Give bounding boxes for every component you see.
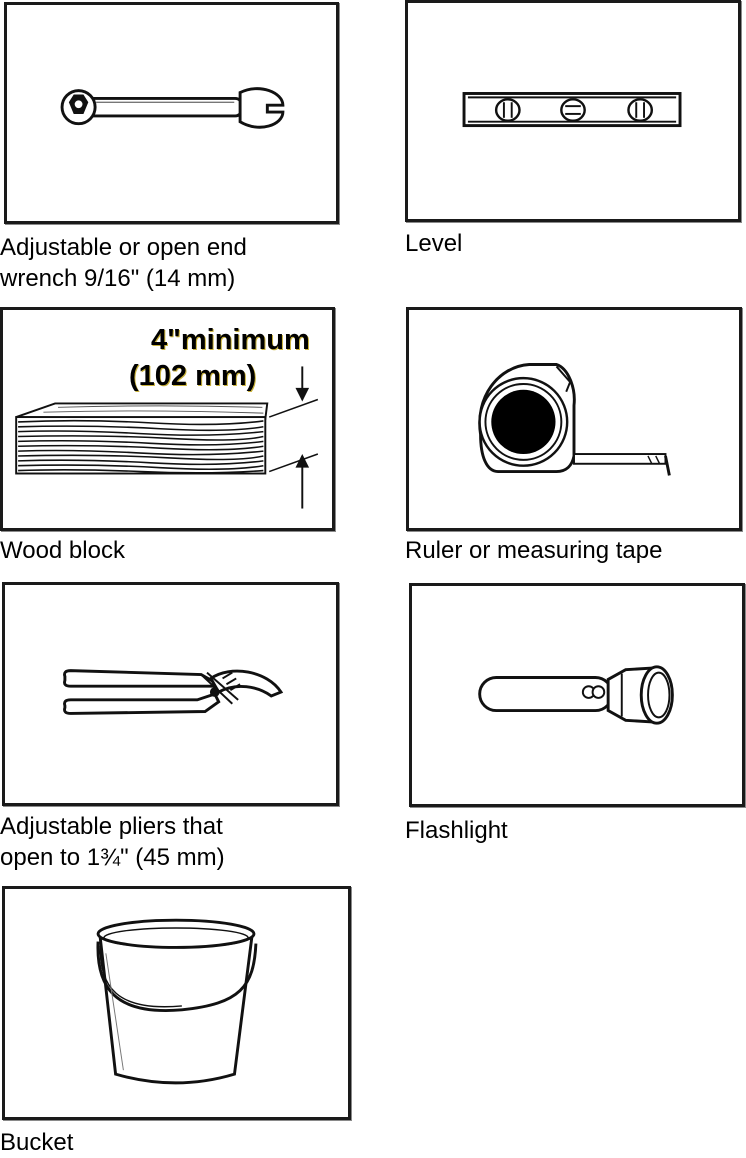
wood-block-icon — [15, 366, 319, 509]
measuring-tape-caption: Ruler or measuring tape — [405, 535, 662, 566]
level-caption: Level — [405, 228, 462, 259]
wrench-caption-line-2: wrench 9/16" (14 mm) — [0, 265, 236, 292]
flashlight-illustration-frame — [409, 583, 745, 807]
flashlight-caption: Flashlight — [405, 815, 508, 846]
level-icon — [462, 92, 682, 128]
flashlight-caption-text: Flashlight — [405, 817, 508, 844]
pliers-caption-line-1: Adjustable pliers that — [0, 813, 223, 840]
wrench-icon — [60, 87, 285, 129]
wrench-caption-line-1: Adjustable or open end — [0, 234, 247, 261]
wood-block-caption-text: Wood block — [0, 537, 125, 564]
level-caption-text: Level — [405, 230, 463, 257]
measuring-tape-caption-text: Ruler or measuring tape — [405, 537, 663, 564]
wood-block-dimension-value: 4"minimum — [151, 324, 310, 356]
bucket-caption: Bucket — [0, 1127, 73, 1158]
pliers-caption: Adjustable pliers that open to 1¾" (45 m… — [0, 811, 225, 873]
wrench-caption: Adjustable or open end wrench 9/16" (14 … — [0, 232, 247, 294]
measuring-tape-icon — [478, 363, 671, 476]
bucket-caption-text: Bucket — [0, 1129, 74, 1156]
measuring-tape-illustration-frame — [406, 307, 742, 531]
pliers-icon — [63, 669, 284, 715]
bucket-icon — [96, 918, 258, 1085]
wood-block-dimension-metric: (102 mm) — [129, 360, 257, 392]
pliers-illustration-frame — [2, 582, 339, 806]
wrench-illustration-frame — [4, 2, 339, 224]
bucket-illustration-frame — [2, 886, 351, 1120]
level-illustration-frame — [405, 0, 741, 222]
pliers-caption-line-2: open to 1¾" (45 mm) — [0, 844, 225, 871]
wood-block-caption: Wood block — [0, 535, 125, 566]
wood-block-illustration-frame: 4"minimum (102 mm) — [0, 307, 335, 531]
flashlight-icon — [478, 665, 674, 725]
